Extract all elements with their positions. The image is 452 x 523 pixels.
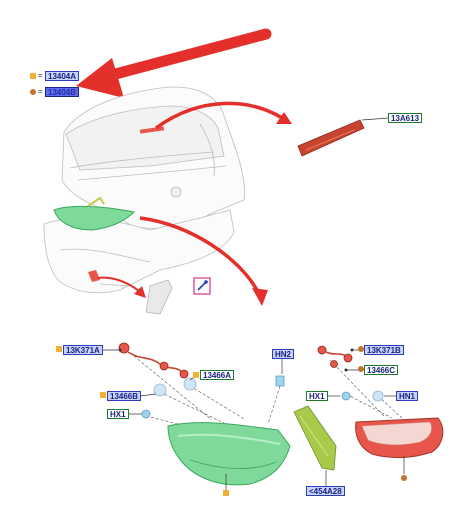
left-lamp-assembly xyxy=(167,422,291,486)
car-reflector xyxy=(88,270,100,282)
callout-454a28[interactable]: <454A28 xyxy=(306,486,345,496)
left-bulb-holders xyxy=(141,377,197,419)
car-rear-body xyxy=(43,86,245,294)
arrow-to-brake-light xyxy=(154,101,292,130)
arrow-to-exploded-view xyxy=(139,216,268,306)
right-holder-marker xyxy=(358,366,364,372)
right-bulb-holders xyxy=(341,390,384,402)
callout-13466a[interactable]: 13466A xyxy=(200,370,235,380)
callout-hx1-left[interactable]: HX1 xyxy=(107,409,129,419)
right-holder-dot xyxy=(344,368,348,372)
left-connector-marker xyxy=(56,346,62,352)
car-tail-lamp xyxy=(53,205,136,231)
legend-eq-1: = xyxy=(38,71,43,80)
legend-code-13404b[interactable]: 13404B xyxy=(45,87,80,97)
center-holder-marker xyxy=(193,372,199,378)
callout-13466c[interactable]: 13466C xyxy=(364,365,399,375)
callout-13k371a[interactable]: 13K371A xyxy=(63,345,103,355)
callout-hn2[interactable]: HN2 xyxy=(272,349,295,359)
center-fastener xyxy=(275,375,285,387)
callout-13k371b[interactable]: 13K371B xyxy=(364,345,404,355)
legend-square-marker xyxy=(30,73,36,79)
big-pointer-arrow xyxy=(76,28,272,98)
lamp-gasket xyxy=(293,405,337,471)
right-connector-dot xyxy=(350,348,354,352)
legend-code-13404a[interactable]: 13404A xyxy=(45,71,80,81)
left-connector-dot xyxy=(118,348,122,352)
reflector-part xyxy=(145,279,173,315)
right-connector-marker xyxy=(358,346,364,352)
callout-hn1[interactable]: HN1 xyxy=(396,391,419,401)
bottom-circle-marker xyxy=(401,475,407,481)
exploded-leader-lines xyxy=(133,355,403,427)
left-holder-marker xyxy=(100,392,106,398)
brake-light-part xyxy=(297,119,365,157)
callout-hx1-right[interactable]: HX1 xyxy=(306,391,328,401)
legend-eq-2: = xyxy=(38,87,43,96)
right-wiring-connector xyxy=(317,345,353,368)
right-lamp-assembly xyxy=(355,417,444,459)
left-wiring-connector xyxy=(118,342,189,379)
callout-13a613[interactable]: 13A613 xyxy=(388,113,423,123)
legend-circle-marker xyxy=(30,89,36,95)
callout-13466b[interactable]: 13466B xyxy=(107,391,142,401)
lamp-clip-icon xyxy=(193,277,211,295)
bottom-square-marker xyxy=(223,490,229,496)
arrow-to-reflector xyxy=(97,276,146,298)
